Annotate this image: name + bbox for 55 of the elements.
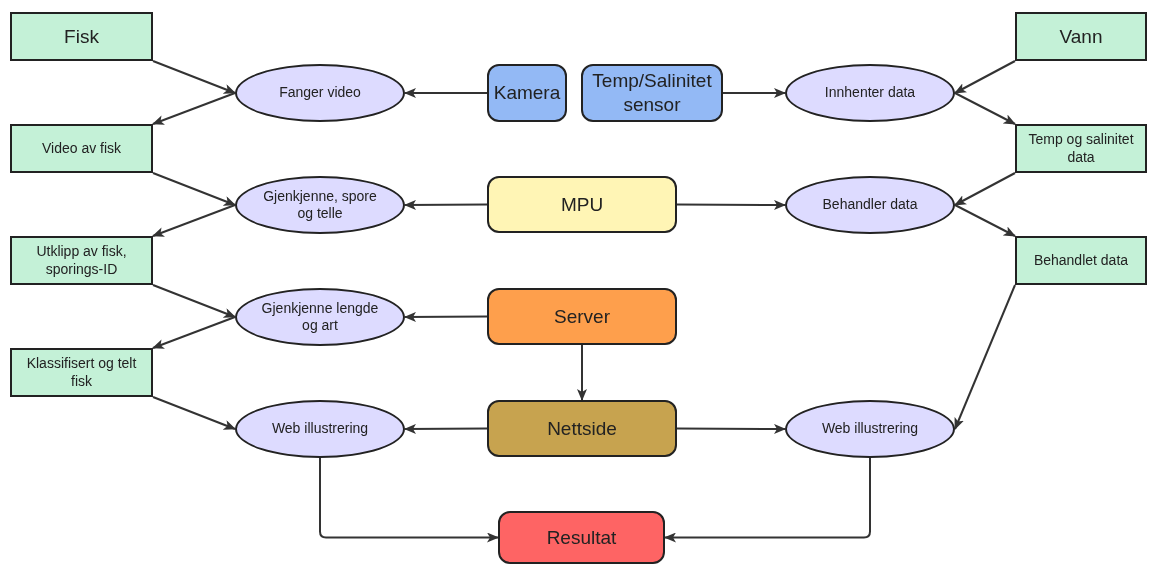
node-label: Behandlet data: [1033, 251, 1129, 270]
arrow: [319, 457, 499, 543]
node-label: Web illustrering: [821, 420, 919, 438]
arrow: [954, 172, 1016, 206]
arrow: [676, 199, 786, 210]
node-label: Klassifisert og telt fisk: [25, 355, 138, 390]
device-box: [487, 176, 677, 233]
node-label: Kamera: [493, 81, 561, 105]
data-box: [1015, 236, 1147, 285]
arrow: [404, 199, 488, 210]
arrow: [404, 423, 488, 434]
node-label: Web illustrering: [271, 420, 369, 438]
node-label: Nettside: [547, 416, 617, 441]
arrow: [577, 344, 587, 401]
arrow: [152, 204, 236, 237]
device-box: [487, 400, 677, 457]
node-label: Behandler data: [822, 196, 918, 214]
device-box: [487, 64, 567, 122]
data-box: [10, 124, 153, 173]
node-label: Resultat: [546, 525, 617, 550]
node-label: Gjenkjenne, spore og telle: [262, 187, 378, 223]
node-label: Vann: [1059, 24, 1103, 49]
arrow: [152, 284, 236, 318]
node-label: Utklipp av fisk, sporings-ID: [35, 243, 128, 278]
node-label: Temp/Salinitet sensor: [591, 69, 713, 117]
arrow: [722, 88, 786, 98]
device-box: [581, 64, 723, 122]
node-label: Gjenkjenne lengde og art: [261, 299, 379, 335]
arrow: [152, 92, 236, 125]
arrow: [954, 204, 1016, 237]
arrow: [954, 92, 1016, 125]
node-label: Fanger video: [279, 84, 361, 102]
arrow: [954, 60, 1016, 94]
node-label: Fisk: [64, 24, 99, 49]
arrow: [676, 423, 786, 434]
node-label: MPU: [560, 192, 604, 217]
data-box: [10, 12, 153, 61]
arrow: [404, 311, 488, 322]
result-box: [498, 511, 665, 564]
data-box: [10, 348, 153, 397]
data-box: [10, 236, 153, 285]
node-label: Server: [554, 304, 610, 329]
device-box: [487, 288, 677, 345]
arrow: [954, 284, 1016, 430]
data-box: [1015, 12, 1147, 61]
arrow: [152, 316, 236, 349]
node-label: Innhenter data: [824, 84, 916, 102]
data-box: [1015, 124, 1147, 173]
arrow: [404, 88, 488, 98]
arrow: [664, 457, 871, 543]
arrow: [152, 60, 236, 94]
node-label: Video av fisk: [41, 139, 122, 158]
arrow: [152, 172, 236, 206]
arrow: [152, 396, 236, 430]
node-label: Temp og salinitet data: [1027, 131, 1135, 166]
